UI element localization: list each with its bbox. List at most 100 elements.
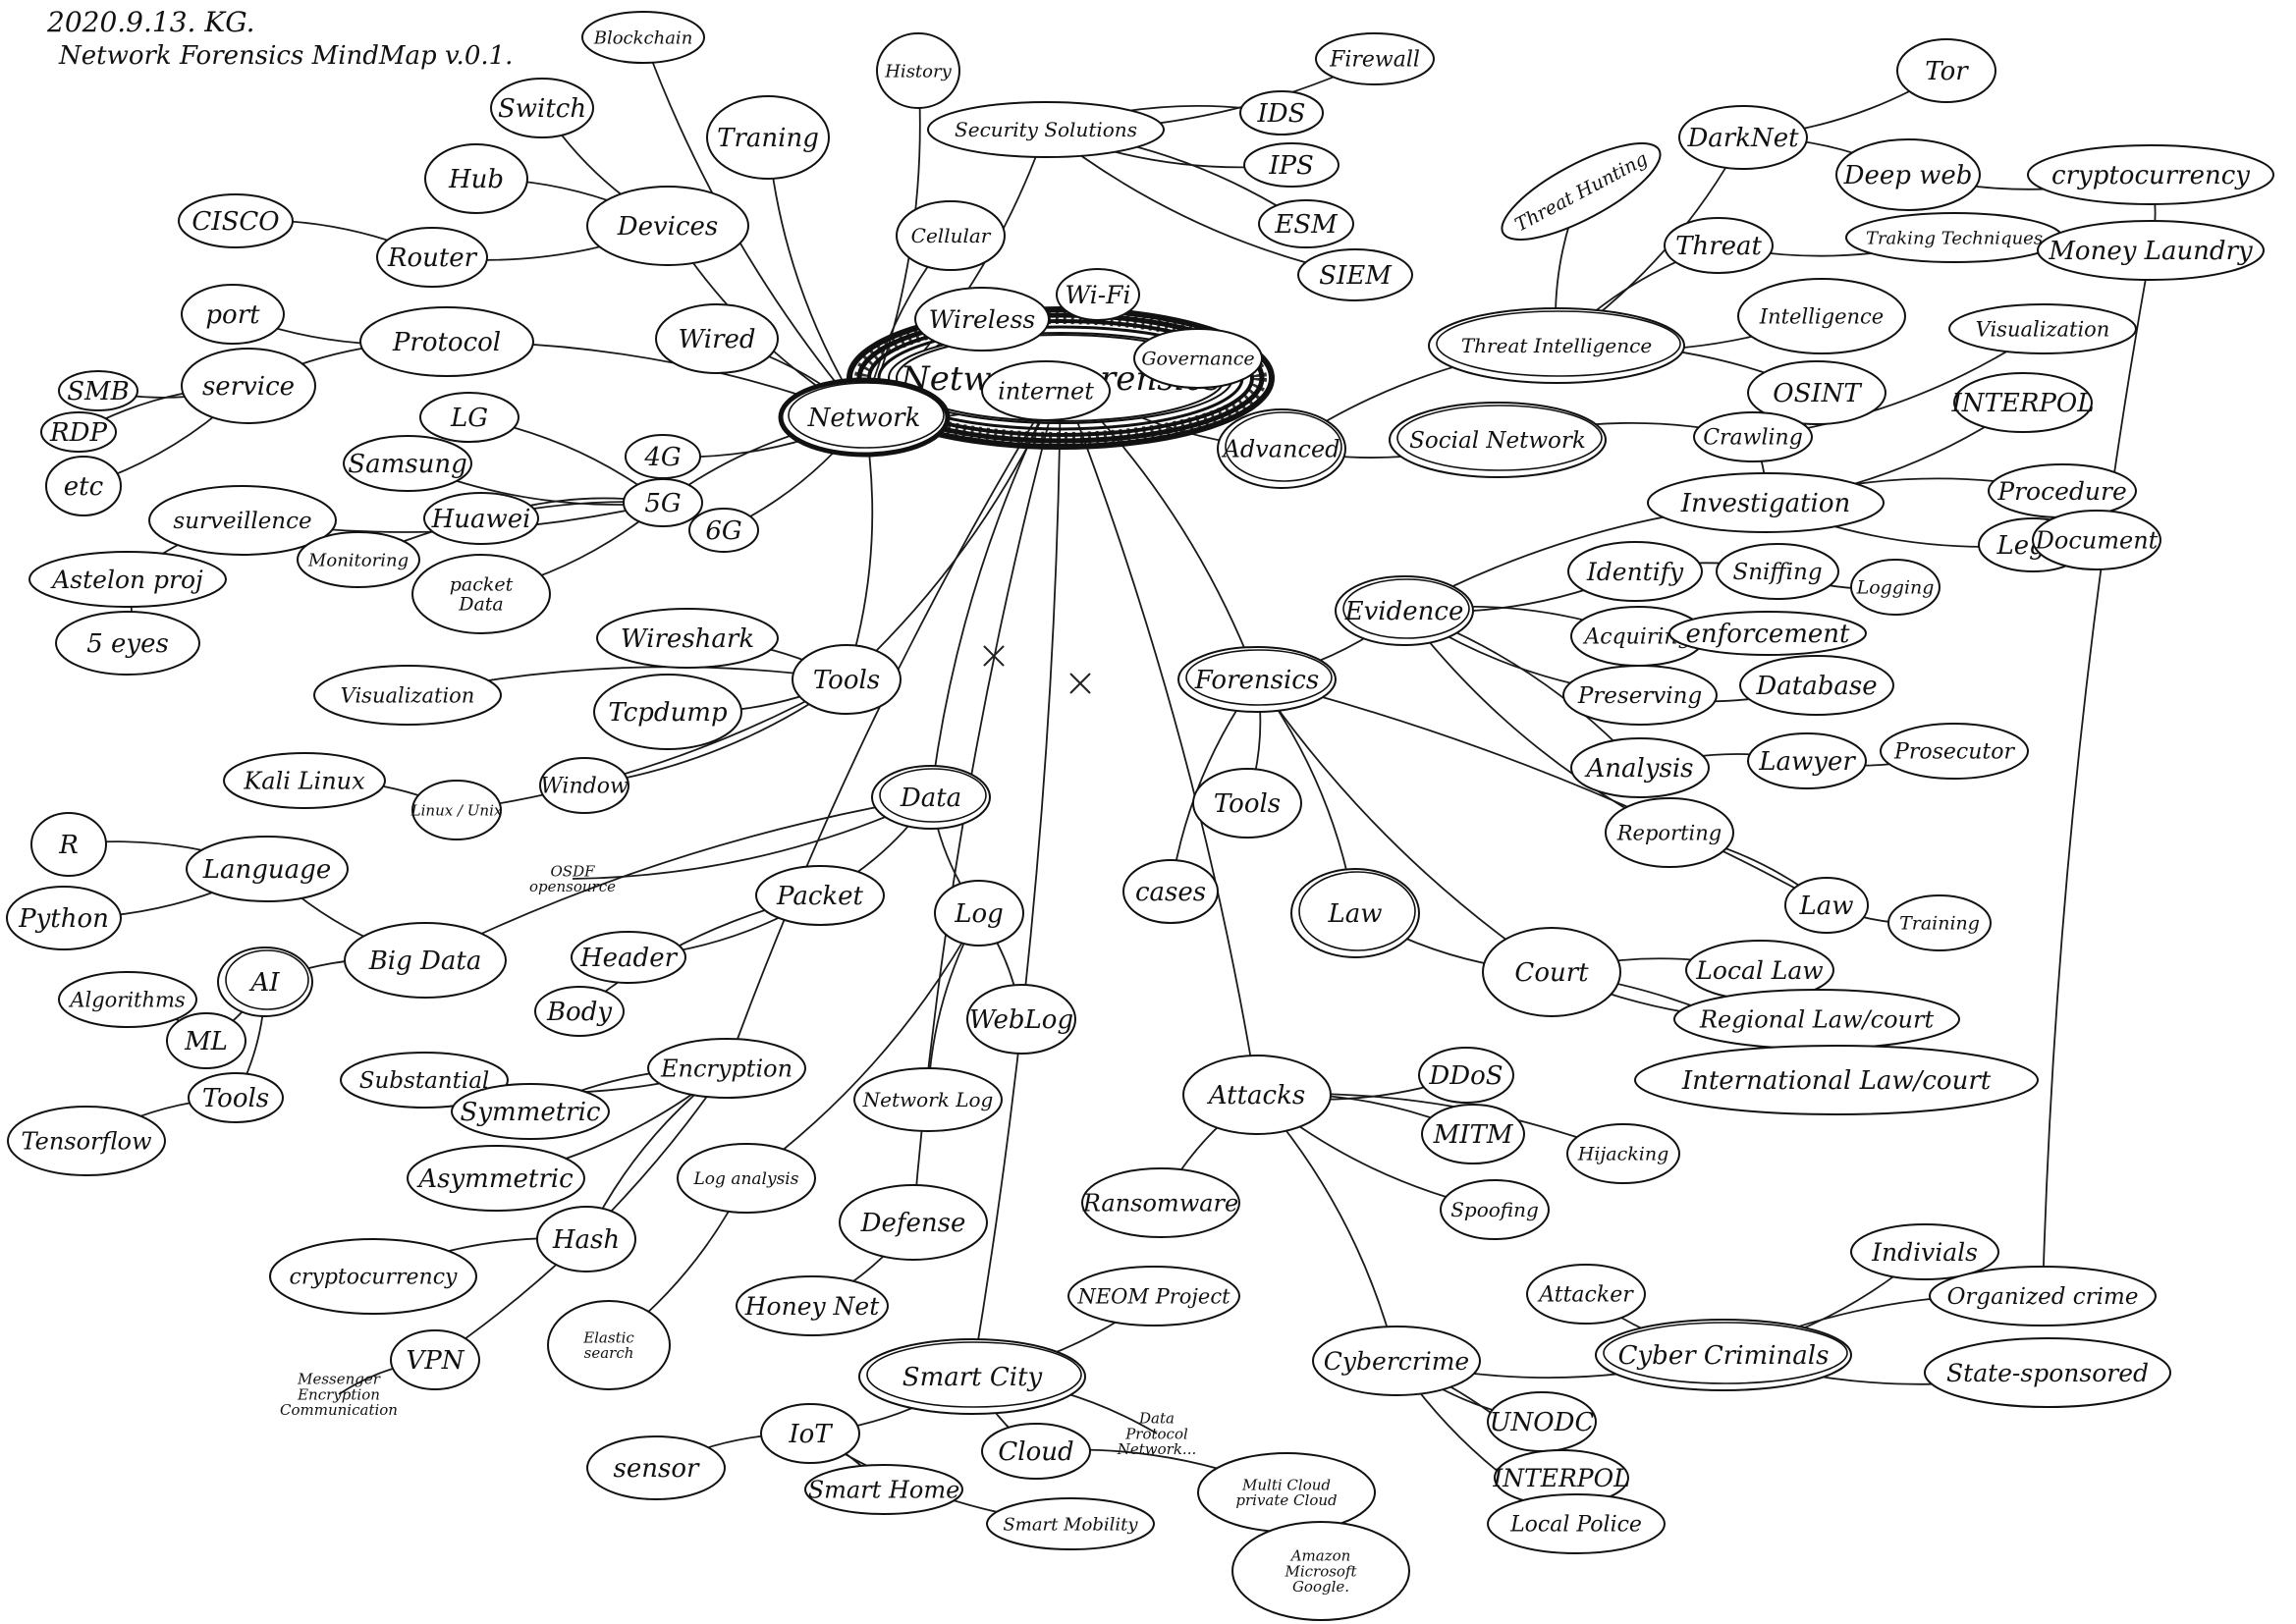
node-wireless[interactable]: Wireless (914, 287, 1050, 352)
node-threathunting[interactable]: Threat Hunting (1490, 126, 1671, 257)
node-governance[interactable]: Governance (1133, 328, 1263, 389)
node-moneylaundry[interactable]: Money Laundry (2037, 220, 2265, 281)
node-cybercrime[interactable]: Cybercrime (1312, 1326, 1481, 1396)
node-kali[interactable]: Kali Linux (223, 752, 386, 809)
node-crypto1[interactable]: cryptocurrency (2027, 144, 2274, 205)
node-smb[interactable]: SMB (58, 370, 138, 411)
node-lawyer[interactable]: Lawyer (1747, 732, 1867, 789)
node-body[interactable]: Body (534, 986, 625, 1037)
node-advanced[interactable]: Advanced (1217, 408, 1346, 489)
node-r[interactable]: R (30, 812, 107, 877)
node-ti[interactable]: Threat Intelligence (1428, 307, 1685, 384)
node-g5[interactable]: 5G (623, 478, 703, 527)
node-etc[interactable]: etc (45, 456, 122, 516)
node-bigdata[interactable]: Big Data (344, 922, 507, 999)
node-tensorflow[interactable]: Tensorflow (7, 1106, 166, 1176)
node-switch[interactable]: Switch (490, 78, 594, 138)
node-g6[interactable]: 6G (688, 508, 759, 553)
node-siem[interactable]: SIEM (1297, 248, 1413, 301)
node-investigation[interactable]: Investigation (1647, 472, 1885, 533)
node-enforcement[interactable]: enforcement (1668, 611, 1867, 656)
node-ips[interactable]: IPS (1243, 142, 1339, 188)
node-interpol1[interactable]: INTERPOL (1951, 372, 2095, 433)
node-surveillance[interactable]: surveillence (148, 485, 337, 556)
node-international[interactable]: International Law/court (1634, 1045, 2039, 1115)
node-hub[interactable]: Hub (424, 143, 528, 214)
node-locallaw[interactable]: Local Law (1685, 940, 1834, 1001)
node-sniffing[interactable]: Sniffing (1716, 543, 1839, 600)
node-intelligence[interactable]: Intelligence (1737, 278, 1906, 354)
node-visualization1[interactable]: Visualization (1948, 303, 2137, 354)
node-loganalysis[interactable]: Log analysis (677, 1143, 816, 1214)
node-weblog[interactable]: WebLog (966, 984, 1076, 1055)
node-networklog[interactable]: Network Log (853, 1067, 1003, 1132)
node-wireshark[interactable]: Wireshark (596, 608, 779, 669)
node-devices[interactable]: Devices (586, 186, 749, 266)
node-mitm[interactable]: MITM (1421, 1104, 1525, 1164)
node-identify[interactable]: Identify (1567, 541, 1703, 602)
node-organized[interactable]: Organized crime (1929, 1266, 2157, 1326)
node-history[interactable]: History (876, 32, 960, 109)
node-smartmobility[interactable]: Smart Mobility (986, 1497, 1155, 1550)
node-training1[interactable]: Traning (706, 95, 830, 180)
node-ai[interactable]: AI (217, 947, 313, 1017)
node-ml[interactable]: ML (166, 1012, 246, 1069)
node-cisco[interactable]: CISCO (178, 193, 294, 248)
node-sensor[interactable]: sensor (586, 1435, 726, 1500)
node-samsung[interactable]: Samsung (343, 435, 472, 492)
node-cryptocurrency2[interactable]: cryptocurrency (269, 1238, 477, 1315)
node-vpn[interactable]: VPN (390, 1329, 480, 1390)
node-ransomware[interactable]: Ransomware (1081, 1167, 1240, 1238)
node-darknet[interactable]: DarkNet (1678, 105, 1808, 170)
node-tor[interactable]: Tor (1896, 38, 1996, 103)
node-fiveeyes[interactable]: 5 eyes (55, 611, 200, 676)
node-language[interactable]: Language (186, 836, 349, 902)
node-tools3[interactable]: Tools (188, 1072, 284, 1123)
node-logging[interactable]: Logging (1850, 559, 1941, 616)
node-prosecutor[interactable]: Prosecutor (1880, 723, 2029, 780)
node-internet[interactable]: internet (981, 360, 1111, 421)
node-monitoring[interactable]: Monitoring (297, 531, 420, 588)
node-preserving[interactable]: Preserving (1562, 665, 1718, 726)
node-cybercriminals[interactable]: Cyber Criminals (1595, 1319, 1852, 1391)
node-defense[interactable]: Defense (839, 1184, 988, 1261)
node-visualization2[interactable]: Visualization (313, 665, 502, 726)
node-procedure[interactable]: Procedure (1988, 463, 2137, 518)
node-hash[interactable]: Hash (536, 1206, 636, 1272)
node-threat[interactable]: Threat (1664, 217, 1774, 274)
node-python[interactable]: Python (6, 886, 122, 950)
node-g4[interactable]: 4G (625, 434, 701, 479)
node-statesponsored[interactable]: State-sponsored (1924, 1337, 2171, 1408)
node-tracking[interactable]: Traking Techniques (1845, 212, 2063, 263)
node-firewall[interactable]: Firewall (1315, 32, 1435, 85)
node-log[interactable]: Log (934, 880, 1024, 947)
node-analysis[interactable]: Analysis (1570, 737, 1710, 798)
node-router[interactable]: Router (376, 227, 488, 288)
node-ddos[interactable]: DDoS (1418, 1047, 1514, 1104)
node-header[interactable]: Header (571, 931, 686, 984)
node-astelon[interactable]: Astelon proj (28, 551, 227, 608)
node-individuals[interactable]: Indivials (1850, 1223, 1999, 1280)
node-deepweb[interactable]: Deep web (1835, 138, 1981, 211)
node-asymmetric[interactable]: Asymmetric (407, 1145, 585, 1212)
node-cloud[interactable]: Cloud (981, 1423, 1091, 1480)
node-blockchain[interactable]: Blockchain (581, 11, 705, 64)
node-packet[interactable]: Packet (755, 865, 885, 926)
node-localpolice[interactable]: Local Police (1487, 1493, 1666, 1554)
node-evidence[interactable]: Evidence (1335, 575, 1474, 646)
node-honeynet[interactable]: Honey Net (736, 1275, 889, 1336)
node-iot[interactable]: IoT (760, 1403, 860, 1464)
node-linuxunix[interactable]: Linux / Unix (410, 780, 503, 840)
node-smartcity[interactable]: Smart City (858, 1338, 1086, 1415)
node-court[interactable]: Court (1482, 927, 1621, 1017)
node-wifi[interactable]: Wi-Fi (1056, 268, 1140, 321)
node-security[interactable]: Security Solutions (927, 101, 1165, 158)
node-hijacking[interactable]: Hijacking (1566, 1123, 1680, 1184)
node-cellular[interactable]: Cellular (896, 200, 1006, 271)
node-document[interactable]: Document (2032, 510, 2161, 570)
node-cases[interactable]: cases (1122, 859, 1219, 924)
node-service[interactable]: service (181, 348, 316, 424)
node-attacker[interactable]: Attacker (1526, 1264, 1646, 1325)
